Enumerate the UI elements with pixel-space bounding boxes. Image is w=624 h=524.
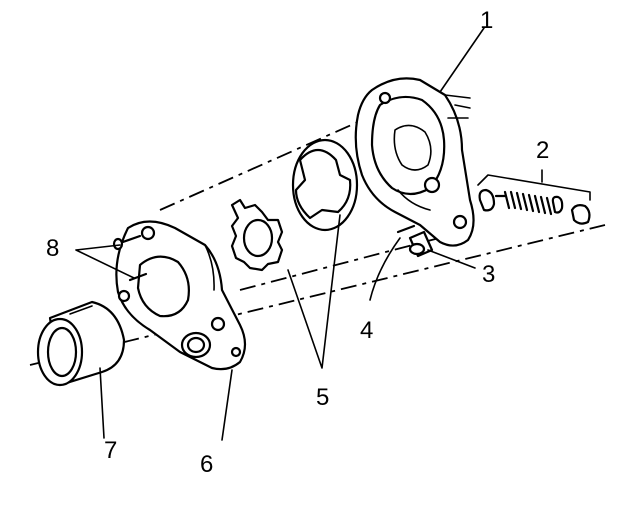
pump-cover [115,220,247,371]
callout-1: 1 [480,7,493,34]
leader-lines [75,27,543,441]
callout-2: 2 [536,137,549,164]
screws [112,234,148,282]
callout-3: 3 [482,261,495,288]
callout-6: 6 [200,451,213,478]
callout-7: 7 [104,437,117,464]
seal-sleeve [36,300,126,387]
plug [408,230,434,258]
outer-rotor [291,138,359,232]
callout-8: 8 [46,235,59,262]
callout-labels: 1 2 3 4 5 6 7 8 [46,7,549,478]
callout-4: 4 [360,317,373,344]
relief-valve-spring [477,174,591,225]
callout-5: 5 [316,384,329,411]
pump-housing [354,77,475,247]
inner-rotor [230,198,284,272]
pin [396,224,416,234]
